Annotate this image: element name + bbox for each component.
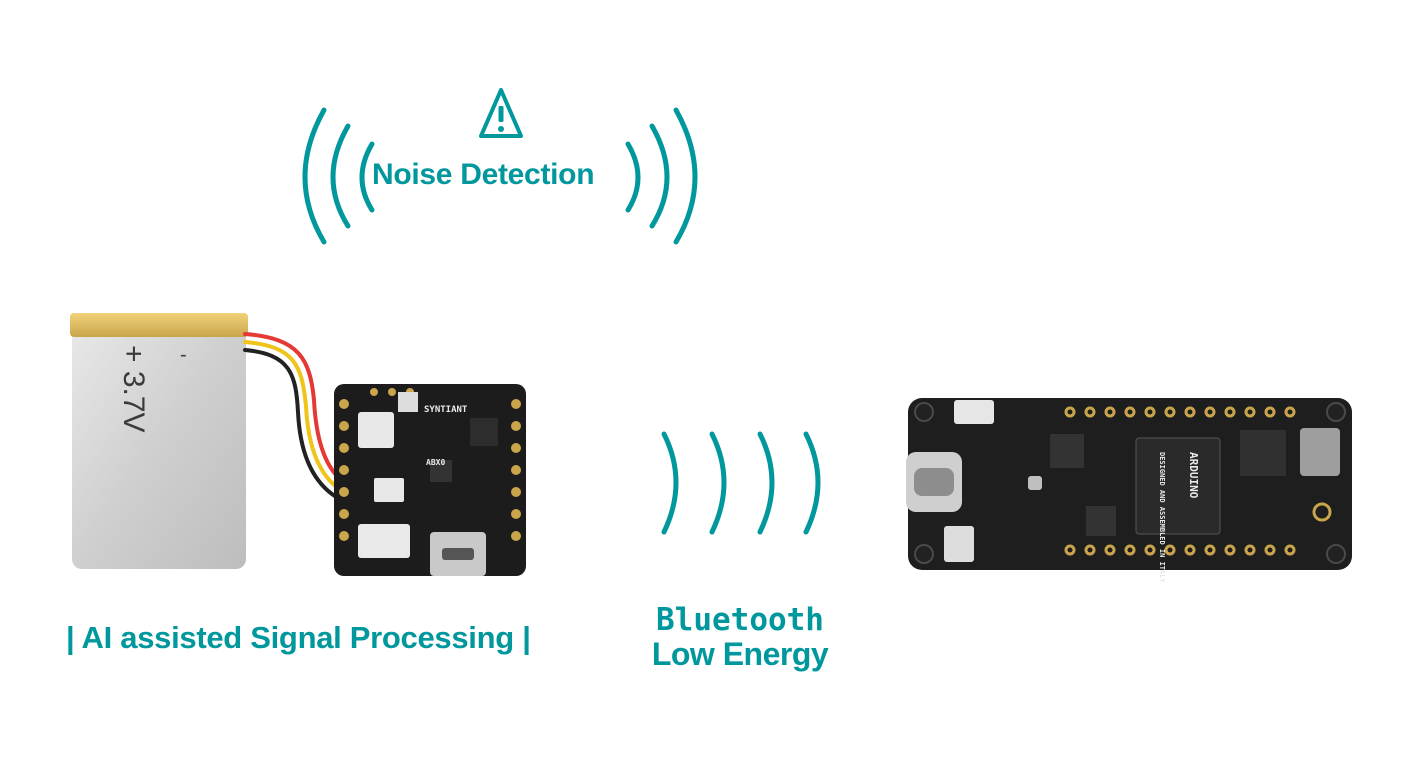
noise-detection-label: Noise Detection: [372, 158, 595, 191]
nicla-voice-board: [334, 384, 526, 576]
nicla-brand-label: SYNTIANT: [424, 405, 468, 415]
warning-triangle-icon: [479, 88, 523, 138]
portenta-board: [906, 398, 1352, 570]
battery-minus-label: -: [180, 344, 187, 366]
portenta-chip-text: DESIGNED AND ASSEMBLED IN ITALY: [1158, 452, 1166, 583]
ai-signal-processing-label: | AI assisted Signal Processing |: [66, 620, 531, 655]
battery-voltage-label: + 3.7V: [117, 345, 150, 433]
portenta-chip-brand: ARDUINO: [1187, 452, 1200, 499]
battery-image: [70, 313, 248, 569]
noise-waves-icon: [302, 107, 698, 245]
bluetooth-label: Bluetooth: [656, 602, 824, 638]
wireless-waves-icon: [661, 431, 821, 535]
nicla-marking-label: ABX0: [426, 458, 446, 467]
low-energy-label: Low Energy: [651, 636, 829, 672]
